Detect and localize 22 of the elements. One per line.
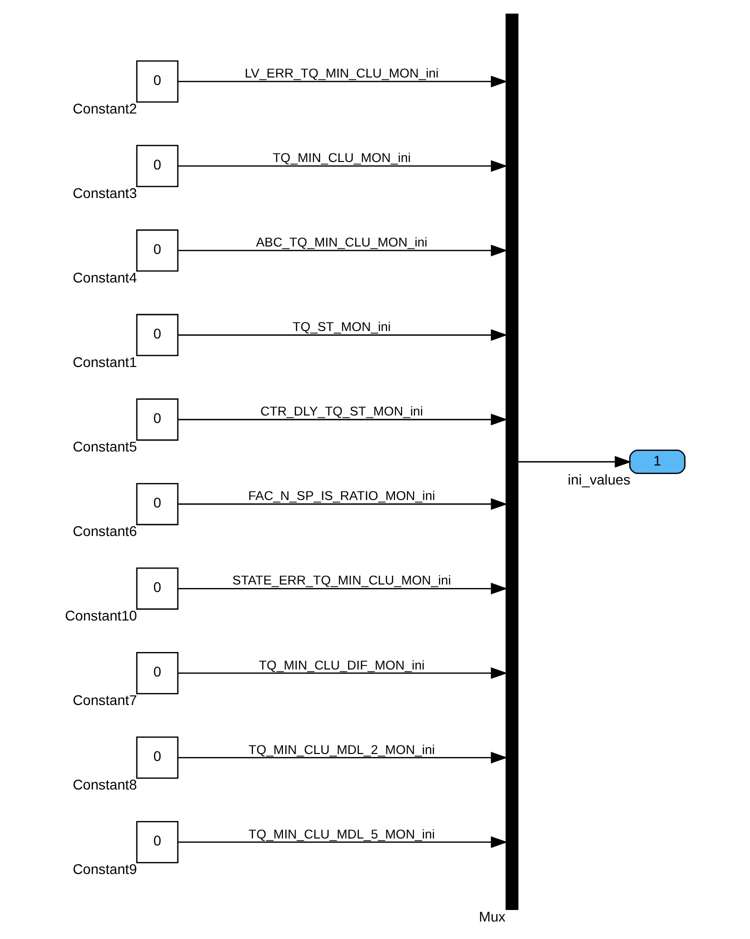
edge-label: TQ_ST_MON_ini — [292, 319, 391, 334]
node-label: Constant2 — [72, 100, 137, 116]
node-label: Constant4 — [72, 269, 137, 286]
node-label: Mux — [478, 908, 506, 924]
edge-label: CTR_DLY_TQ_ST_MON_ini — [260, 404, 424, 419]
edge-label: FAC_N_SP_IS_RATIO_MON_ini — [248, 488, 436, 504]
edge-label: LV_ERR_TQ_MIN_CLU_MON_ini — [244, 66, 439, 81]
node-label: Constant7 — [72, 692, 137, 708]
node-label: Constant6 — [72, 522, 137, 539]
node-label: Constant1 — [72, 354, 137, 370]
edge-label: TQ_MIN_CLU_MON_ini — [272, 150, 411, 166]
edge-label: TQ_MIN_CLU_MDL_2_MON_ini — [248, 742, 435, 757]
node-label: Constant9 — [72, 860, 137, 877]
edge-label: TQ_MIN_CLU_MDL_5_MON_ini — [248, 826, 435, 842]
node-label: Constant5 — [72, 438, 137, 454]
node-label: Constant3 — [72, 184, 137, 201]
edge-label: ABC_TQ_MIN_CLU_MON_ini — [256, 234, 428, 250]
node-label: Constant10 — [64, 607, 137, 624]
edge-label: TQ_MIN_CLU_DIF_MON_ini — [258, 657, 425, 672]
node-label: ini_values — [568, 472, 630, 488]
node-label: Constant8 — [72, 776, 137, 792]
edge-label: STATE_ERR_TQ_MIN_CLU_MON_ini — [232, 572, 451, 588]
